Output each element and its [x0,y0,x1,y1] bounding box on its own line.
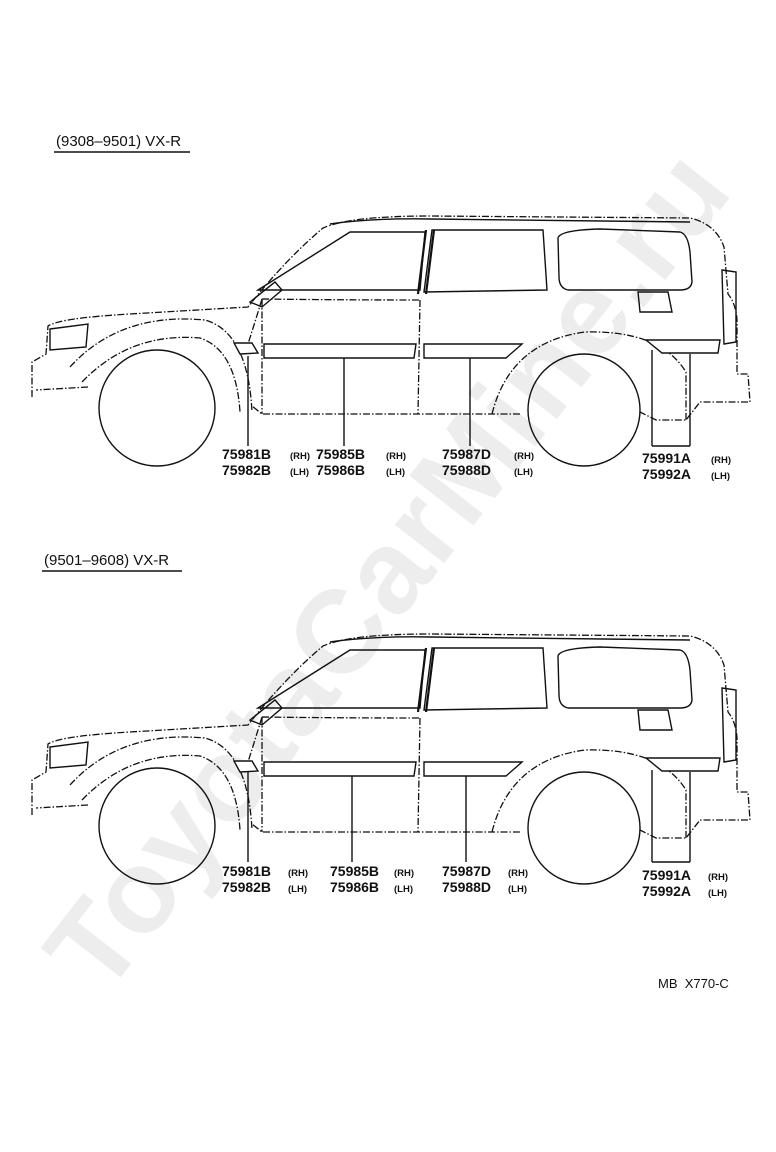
part-number: 75992A [642,466,691,482]
leader-lines [247,770,691,863]
part-callout: 75981B (RH) 75982B (LH) [222,863,308,895]
side-label: (RH) [394,868,414,879]
vehicle-side-view [30,632,752,886]
side-label: (RH) [290,451,310,462]
side-label: (RH) [386,451,406,462]
part-callout: 75991A (RH) 75992A (LH) [642,450,731,482]
part-callout: 75987D (RH) 75988D (LH) [442,446,534,478]
part-number: 75981B [222,863,271,879]
side-label: (LH) [290,467,309,478]
part-number: 75982B [222,462,271,478]
side-label: (LH) [386,467,405,478]
side-label: (RH) [288,868,308,879]
part-callout: 75987D (RH) 75988D (LH) [442,863,528,895]
side-label: (LH) [288,884,307,895]
part-callout: 75985B (RH) 75986B (LH) [330,863,414,895]
part-number: 75987D [442,446,491,462]
part-number: 75985B [330,863,379,879]
leader-lines [247,350,691,447]
part-number: 75988D [442,462,491,478]
vehicle-side-view [30,214,752,468]
part-number: 75991A [642,450,691,466]
part-number: 75991A [642,867,691,883]
side-label: (LH) [708,888,727,899]
side-label: (LH) [514,467,533,478]
part-number: 75987D [442,863,491,879]
part-number: 75986B [316,462,365,478]
side-label: (LH) [711,471,730,482]
part-callout: 75981B (RH) 75982B (LH) [222,446,310,478]
part-number: 75986B [330,879,379,895]
side-label: (RH) [508,868,528,879]
side-label: (LH) [394,884,413,895]
part-number: 75988D [442,879,491,895]
side-label: (RH) [514,451,534,462]
part-number: 75982B [222,879,271,895]
section-header: (9308–9501) VX-R [56,133,181,150]
side-label: (RH) [708,872,728,883]
part-callout: 75985B (RH) 75986B (LH) [316,446,406,478]
part-number: 75981B [222,446,271,462]
reference-code: MB X770-C [658,976,729,991]
side-label: (LH) [508,884,527,895]
section-header: (9501–9608) VX-R [44,552,169,569]
part-number: 75985B [316,446,365,462]
part-callout: 75991A (RH) 75992A (LH) [642,867,728,899]
side-label: (RH) [711,455,731,466]
part-number: 75992A [642,883,691,899]
